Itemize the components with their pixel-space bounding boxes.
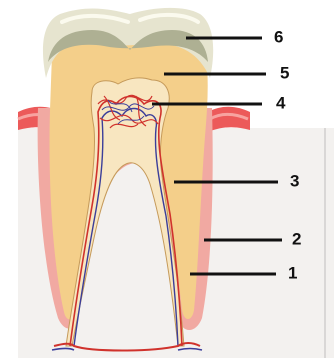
label-1: 1 [288,263,297,282]
label-5: 5 [280,63,289,82]
label-2: 2 [292,229,301,248]
label-3: 3 [290,171,299,190]
label-4: 4 [276,93,286,112]
label-6: 6 [274,27,283,46]
